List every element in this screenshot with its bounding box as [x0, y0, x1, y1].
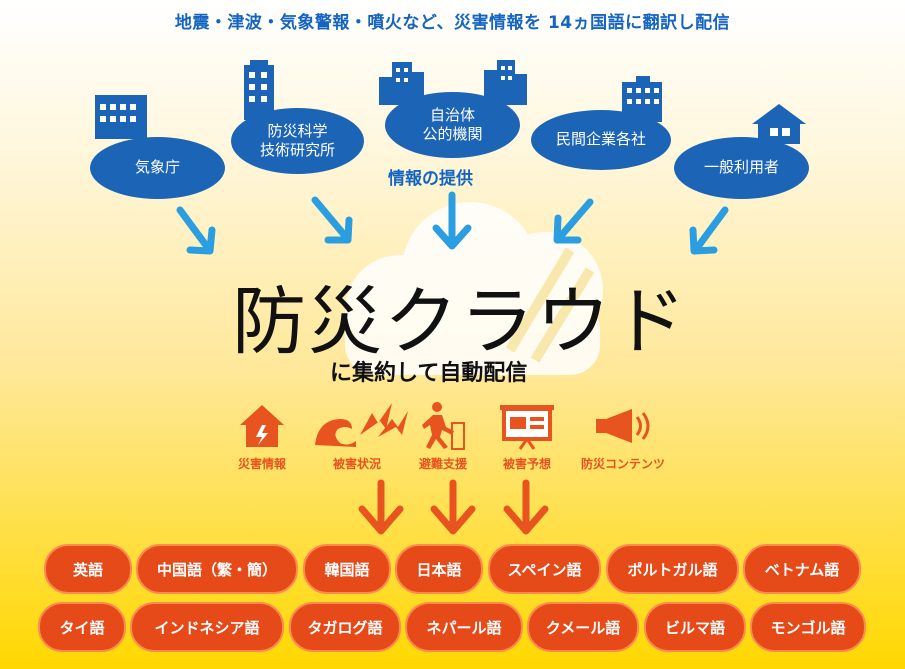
language-pill: インドネシア語 — [130, 602, 284, 652]
language-pill: モンゴル語 — [750, 602, 866, 652]
language-pill: 英語 — [44, 544, 132, 594]
provider-label: 民間企業各社 — [555, 130, 646, 149]
language-pill: ポルトガル語 — [606, 544, 739, 594]
language-label: スペイン語 — [507, 560, 582, 579]
arrow-down-icon — [432, 191, 472, 250]
provider-nied: 防災科学 技術研究所 — [231, 108, 364, 174]
language-label: ポルトガル語 — [627, 560, 718, 579]
cloud-subtitle: に集約して自動配信 — [330, 361, 528, 386]
language-label: タイ語 — [59, 618, 105, 637]
language-label: ベトナム語 — [764, 560, 840, 579]
arrow-down-icon — [503, 479, 549, 535]
provide-label: 情報の提供 — [388, 169, 473, 189]
arrow-down-right-icon — [311, 196, 353, 244]
category-label: 被害予想 — [502, 457, 551, 471]
language-label: 英語 — [72, 560, 103, 579]
language-label: クメール語 — [545, 618, 621, 637]
language-pill: ネパール語 — [405, 602, 523, 652]
provider-icons-layer — [95, 60, 806, 144]
provider-municipal: 自治体 公的機関 — [385, 92, 520, 158]
language-pill: ビルマ語 — [644, 602, 746, 652]
category-label: 防災コンテンツ — [580, 457, 665, 471]
language-label: 日本語 — [416, 560, 462, 579]
language-label: モンゴル語 — [770, 618, 846, 637]
provider-label: 自治体 公的機関 — [422, 105, 483, 144]
provider-label: 気象庁 — [134, 158, 180, 177]
presentation-board-icon — [500, 405, 554, 450]
building-icon — [95, 95, 147, 139]
cloud-title: 防災クラウド — [232, 279, 688, 365]
language-pill: タガログ語 — [289, 602, 401, 652]
provider-private: 民間企業各社 — [531, 110, 671, 170]
category-icons-layer — [240, 402, 650, 450]
headline: 地震・津波・気象警報・噴火など、災害情報を 14ヵ国語に翻訳し配信 — [174, 13, 731, 33]
arrow-down-left-icon — [689, 206, 729, 255]
provider-label: 一般利用者 — [703, 158, 779, 177]
language-pill: クメール語 — [527, 602, 639, 652]
arrow-down-icon — [430, 479, 476, 535]
arrow-down-left-icon — [553, 198, 594, 244]
provider-jma: 気象庁 — [90, 137, 225, 199]
arrow-down-icon — [358, 479, 404, 535]
language-pill: タイ語 — [38, 602, 126, 652]
provider-public: 一般利用者 — [674, 137, 809, 199]
category-label: 災害情報 — [237, 457, 286, 471]
language-pill: 中国語（繁・簡） — [136, 544, 298, 594]
language-label: ネパール語 — [426, 618, 502, 637]
category-label: 避難支援 — [418, 457, 467, 471]
language-label: 韓国語 — [324, 560, 370, 579]
language-pill: 日本語 — [395, 544, 483, 594]
running-exit-icon — [422, 402, 465, 450]
language-label: 中国語（繁・簡） — [156, 560, 277, 579]
cloud-layer — [176, 191, 729, 375]
orange-arrows-layer — [358, 479, 549, 535]
house-alert-icon — [240, 405, 284, 447]
language-label: タガログ語 — [307, 618, 383, 637]
language-pill: スペイン語 — [488, 544, 601, 594]
category-label: 被害状況 — [332, 457, 381, 471]
language-label: ビルマ語 — [664, 618, 725, 637]
wave-lightning-icon — [315, 403, 408, 447]
language-pill: 韓国語 — [303, 544, 391, 594]
provider-label: 防災科学 技術研究所 — [259, 121, 335, 160]
language-pill: ベトナム語 — [743, 544, 861, 594]
language-label: インドネシア語 — [154, 618, 260, 637]
arrow-down-right-icon — [176, 206, 216, 255]
megaphone-icon — [596, 409, 650, 443]
tower-icon — [244, 60, 274, 120]
house-icon — [752, 104, 806, 144]
